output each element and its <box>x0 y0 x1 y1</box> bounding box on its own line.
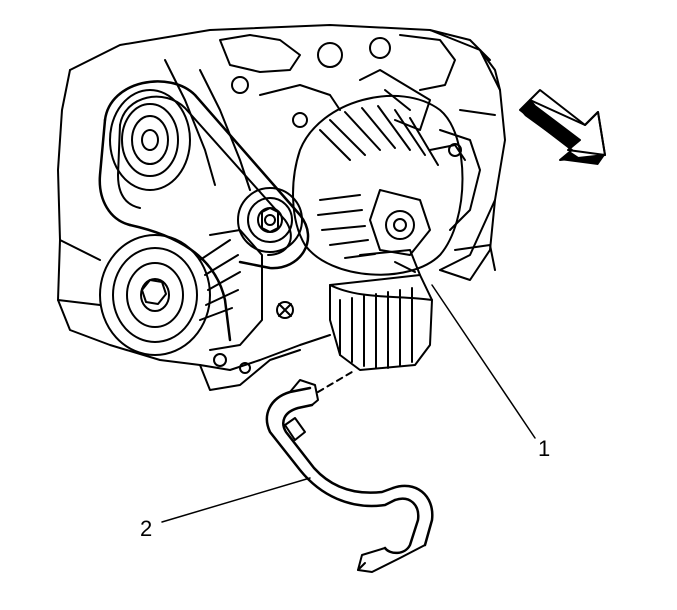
lower-pulley <box>99 229 263 356</box>
engine-block <box>57 24 506 371</box>
view-direction-arrow-icon <box>519 89 606 165</box>
coolant-hose <box>265 371 434 573</box>
leader-line-1 <box>431 284 536 439</box>
callout-label-2: 2 <box>140 516 153 541</box>
callout-label-1: 1 <box>538 436 551 461</box>
alternator <box>276 69 466 319</box>
upper-pulley <box>109 89 191 191</box>
idler-pulley <box>237 187 303 253</box>
lower-bracket <box>199 349 301 391</box>
leader-line-2 <box>161 477 311 523</box>
leader-lines <box>161 284 536 523</box>
oil-filter <box>329 249 433 371</box>
